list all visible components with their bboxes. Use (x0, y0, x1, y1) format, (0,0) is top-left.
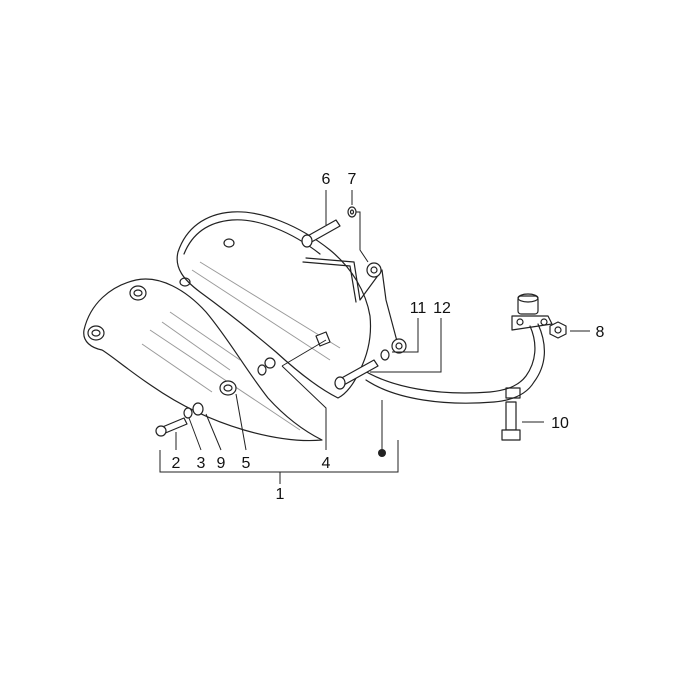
callout-labels: 1 2 3 4 5 6 7 8 9 10 11 12 (172, 171, 605, 503)
callout-1: 1 (276, 486, 285, 503)
callout-12: 12 (433, 300, 451, 317)
washer-7 (347, 206, 357, 218)
callout-4: 4 (322, 455, 331, 472)
callout-2: 2 (172, 455, 181, 472)
callout-9: 9 (217, 455, 226, 472)
callout-8: 8 (596, 324, 605, 341)
spacer-4 (257, 331, 331, 376)
callout-5: 5 (242, 455, 251, 472)
leader-lines (159, 190, 590, 484)
screw-6 (301, 219, 341, 248)
exhaust-pipe (359, 293, 553, 404)
washer-3-9 (183, 402, 204, 419)
screw-11-12 (334, 349, 390, 390)
callout-7: 7 (348, 171, 357, 188)
outer-heat-shield (83, 278, 323, 442)
screw-2 (155, 417, 188, 437)
callout-11: 11 (410, 300, 427, 317)
callout-10: 10 (551, 415, 569, 432)
nut-8 (549, 321, 567, 339)
inner-heat-shield (176, 211, 407, 399)
stud-10 (501, 401, 521, 441)
callout-6: 6 (322, 171, 331, 188)
callout-3: 3 (197, 455, 206, 472)
